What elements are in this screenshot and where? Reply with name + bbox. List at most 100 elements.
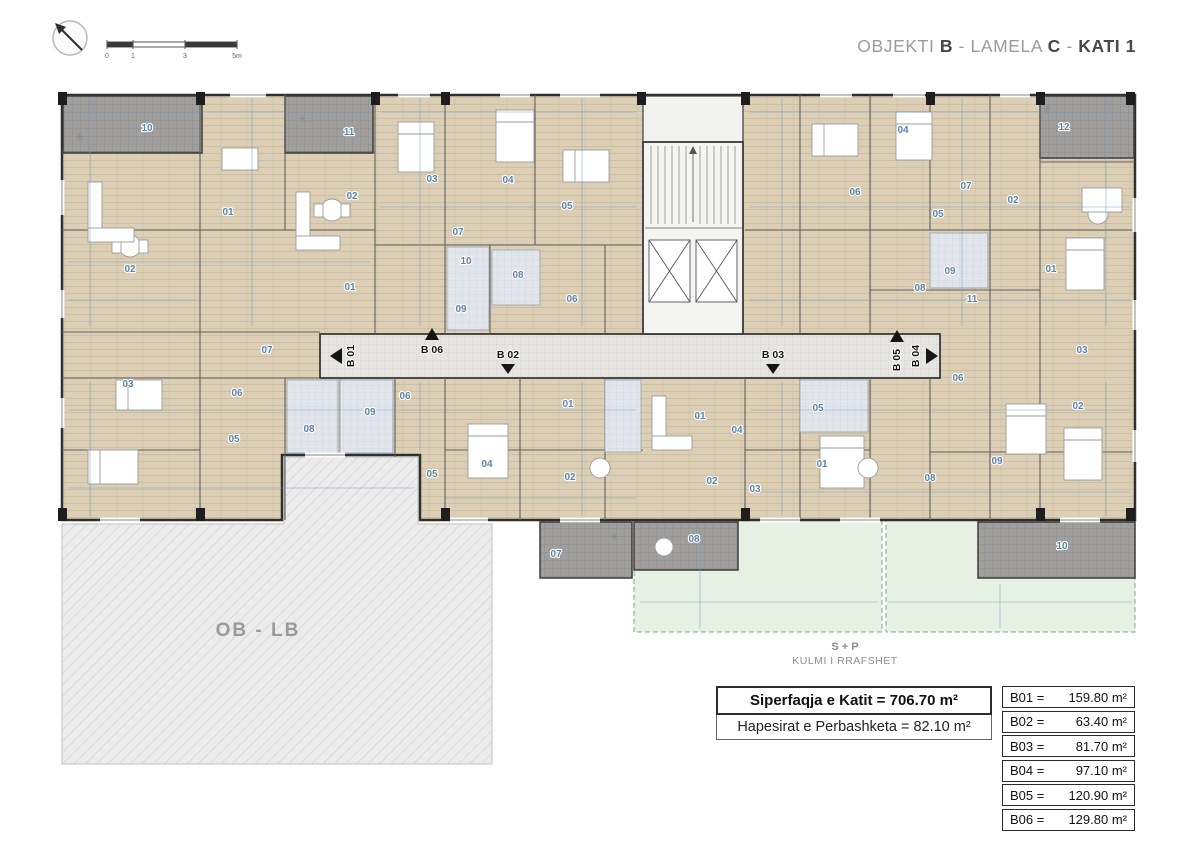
room-label: 05 [561,201,573,212]
unit-label: B 02 [497,349,519,361]
unit-marker-b05: B 05 [890,330,904,372]
room-label: 02 [1007,195,1019,206]
unit-marker-b06: B 06 [420,328,444,357]
legend-row-b01: B01 = 159.80 m² [1002,686,1135,708]
room-label: 07 [452,227,464,238]
legend-row-b03: B03 = 81.70 m² [1002,735,1135,757]
room-label: 06 [399,391,411,402]
room-label: 10 [460,256,472,267]
room-label: 05 [812,403,824,414]
unit-label: B 05 [891,349,903,371]
structural-columns [58,92,1135,521]
title-dash: - [1060,36,1079,56]
elevator-icon [648,239,738,303]
unit-id: B05 = [1010,787,1045,803]
ob-lb-area [61,456,493,765]
bed-icons-group [87,109,1105,489]
plant-icon: ✳ [297,112,307,126]
legend-row-b05: B05 = 120.90 m² [1002,784,1135,806]
room-label: 06 [849,187,861,198]
room-label: 04 [481,459,493,470]
room-label: 02 [1072,401,1084,412]
ob-lb-label: OB - LB [216,620,301,641]
area-legend: B01 = 159.80 m² B02 = 63.40 m² B03 = 81.… [1002,686,1135,831]
bottom-terraces [539,521,1136,579]
legend-row-b02: B02 = 63.40 m² [1002,710,1135,733]
north-arrow-icon [52,20,88,56]
unit-marker-b03: B 03 [761,348,785,374]
unit-label: B 03 [762,349,784,361]
plant-icon: ✳ [609,530,619,544]
room-label: 09 [944,266,956,277]
room-label: 06 [952,373,964,384]
room-label: 08 [688,534,700,545]
room-label: 01 [694,411,706,422]
room-label: 02 [564,472,576,483]
window-openings [59,92,1138,523]
room-label: 10 [141,123,153,134]
scale-tick-1: 1 [131,53,135,60]
scale-bar: 0 1 3 5m [105,40,242,60]
room-label: 05 [228,434,240,445]
unit-id: B03 = [1010,738,1045,754]
room-label: 09 [991,456,1003,467]
room-label: 01 [344,282,356,293]
title-b: B [939,36,954,56]
unit-marker-b02: B 02 [496,348,520,374]
drawing-title: OBJEKTI B - LAMELA C - KATI 1 [857,36,1136,57]
stair-treads-icon [645,146,743,229]
title-objekti: OBJEKTI [857,36,940,56]
room-label: 08 [924,473,936,484]
summary-box: Siperfaqja e Katit = 706.70 m² Hapesirat… [716,686,992,740]
unit-marker-b04: B 04 [909,344,938,368]
room-label: 01 [562,399,574,410]
title-c: C [1047,36,1061,56]
room-label: 09 [364,407,376,418]
room-label: 10 [1056,541,1068,552]
unit-id: B04 = [1010,763,1045,778]
room-label: 01 [222,207,234,218]
bathroom-floors [286,232,989,454]
room-label: 04 [731,425,743,436]
unit-marker-b01: B 01 [330,344,358,368]
room-label: 11 [967,294,978,305]
scale-tick-3: 3 [183,53,187,60]
room-label: 03 [122,379,134,390]
corridor [319,333,941,379]
unit-area: 81.70 m² [1075,738,1127,754]
unit-area: 97.10 m² [1075,763,1127,778]
common-area: Hapesirat e Perbashketa = 82.10 m² [716,715,992,740]
room-label: 03 [749,484,761,495]
room-label: 08 [512,270,524,281]
unit-label: B 04 [910,345,922,367]
plant-icon: ✳ [75,130,85,144]
plant-icon: ✳ [1042,102,1052,116]
dimension-lines [68,98,1132,628]
unit-area: 129.80 m² [1068,812,1127,827]
unit-area: 120.90 m² [1068,787,1127,803]
unit-area: 63.40 m² [1075,714,1127,729]
sofa-icons-group [87,181,693,451]
room-label: 05 [932,209,944,220]
unit-id: B06 = [1010,812,1045,827]
scale-tick-0: 0 [105,53,109,60]
room-label: 08 [914,283,926,294]
unit-label: B 01 [345,345,357,367]
room-label: 04 [502,175,514,186]
room-label: 02 [706,476,718,487]
plant-icons-group: ✳ ✳ ✳ ✳ [75,102,1052,544]
room-label: 12 [1058,122,1070,133]
table-icons-group [111,147,1123,557]
room-label: 07 [550,549,562,560]
room-label: 02 [124,264,136,275]
title-lamela: - LAMELA [953,36,1048,56]
unit-id: B01 = [1010,689,1045,705]
room-label: 07 [960,181,972,192]
unit-area: 159.80 m² [1068,689,1127,705]
sp-label: S + P [831,641,858,653]
scale-tick-5m: 5m [232,53,242,60]
room-label: 01 [816,459,828,470]
room-labels: 10 11 12 01 02 02 01 07 03 04 05 07 10 0… [121,121,1089,561]
